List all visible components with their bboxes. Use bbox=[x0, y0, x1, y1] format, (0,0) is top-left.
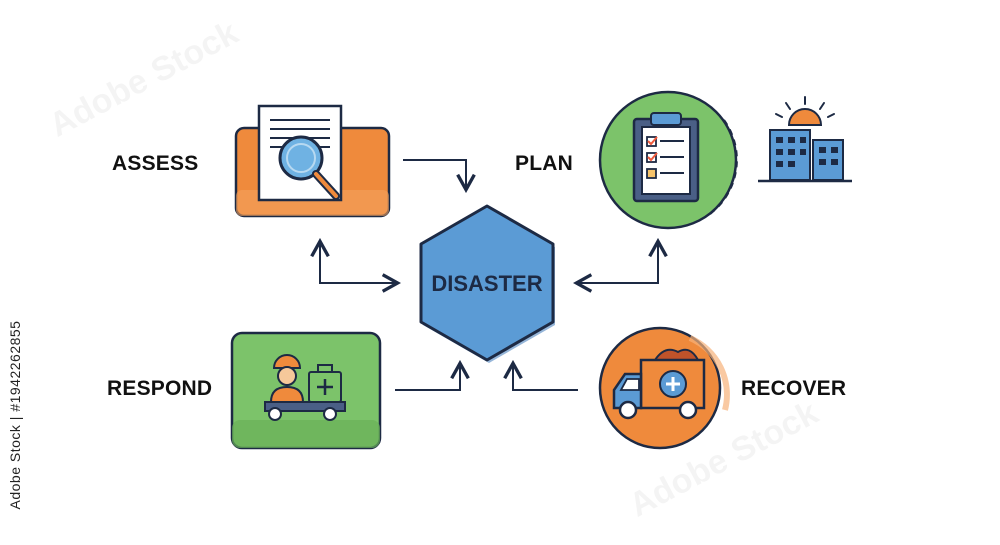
disaster-label: DISASTER bbox=[431, 271, 542, 296]
clipboard-icon bbox=[632, 112, 700, 203]
worker-icon bbox=[269, 354, 305, 403]
arrow-assess-to-disaster bbox=[403, 159, 466, 188]
connectors bbox=[320, 159, 658, 391]
city-sun-icon bbox=[758, 96, 852, 183]
assess-icon bbox=[234, 104, 391, 218]
respond-icon bbox=[230, 331, 382, 450]
stock-id-vertical: Adobe Stock | #1942262855 bbox=[4, 300, 26, 530]
arrow-plan-disaster-bidirectional bbox=[578, 243, 658, 283]
plan-icon bbox=[598, 90, 738, 230]
arrow-recover-to-disaster bbox=[513, 365, 578, 391]
recover-label: RECOVER bbox=[741, 377, 847, 400]
stock-id-text: Adobe Stock | #1942262855 bbox=[7, 320, 23, 510]
arrow-respond-to-disaster bbox=[395, 365, 460, 391]
plan-label: PLAN bbox=[515, 152, 573, 175]
truck-icon bbox=[612, 348, 706, 420]
medical-kit-icon bbox=[308, 364, 342, 403]
recover-icon bbox=[598, 326, 730, 450]
arrow-assess-disaster-bidirectional bbox=[320, 243, 396, 283]
magnifier-icon bbox=[278, 135, 340, 200]
assess-label: ASSESS bbox=[112, 152, 199, 175]
disaster-hexagon bbox=[419, 204, 555, 363]
respond-label: RESPOND bbox=[107, 377, 213, 400]
